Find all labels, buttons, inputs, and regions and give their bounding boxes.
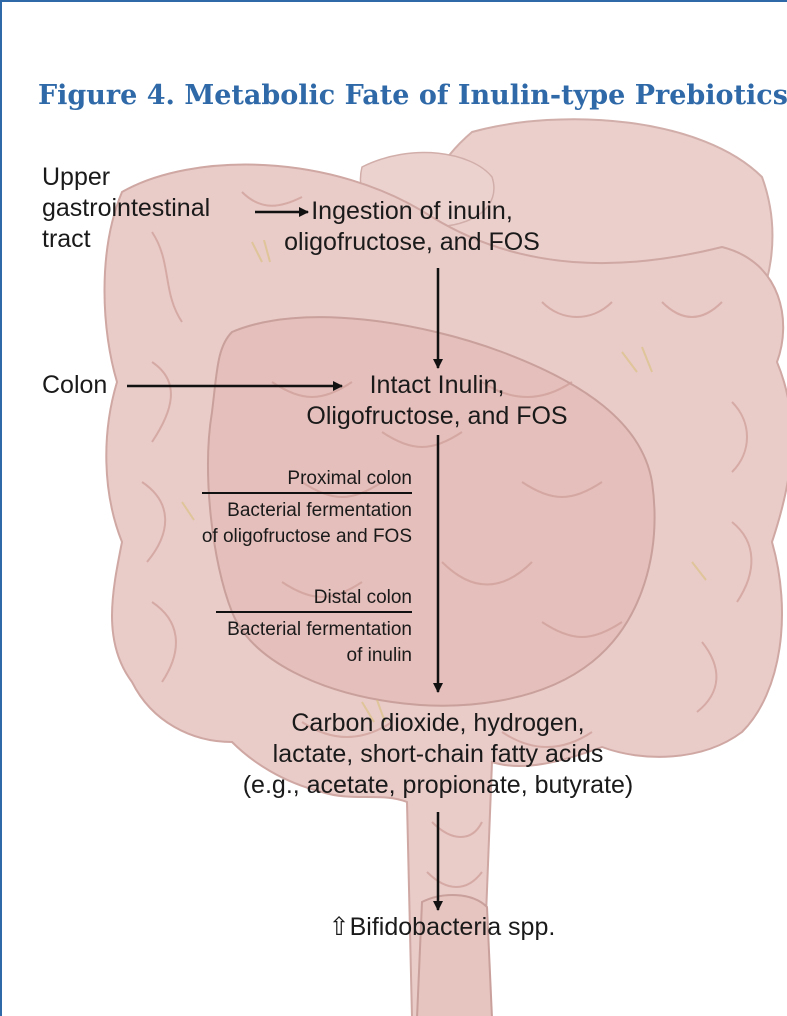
distal-line-2: of inulin <box>152 643 412 669</box>
upper-gi-line-1: Upper <box>42 162 210 193</box>
upper-gi-label: Upper gastrointestinal tract <box>42 162 210 255</box>
products-node: Carbon dioxide, hydrogen, lactate, short… <box>238 708 638 801</box>
ingestion-line-1: Ingestion of inulin, <box>262 196 562 227</box>
upper-gi-line-2: gastrointestinal <box>42 193 210 224</box>
intact-line-2: Oligofructose, and FOS <box>272 401 602 432</box>
increase-arrow-icon: ⇧ <box>329 913 350 941</box>
distal-colon-rule <box>216 611 412 613</box>
colon-label: Colon <box>42 370 107 401</box>
proximal-line-2: of oligofructose and FOS <box>152 524 412 550</box>
distal-colon-heading: Distal colon <box>152 585 412 611</box>
bifidobacteria-node: ⇧Bifidobacteria spp. <box>292 912 592 943</box>
products-line-2: lactate, short-chain fatty acids <box>238 739 638 770</box>
bifidobacteria-label: Bifidobacteria spp. <box>350 913 556 941</box>
ingestion-line-2: oligofructose, and FOS <box>262 227 562 258</box>
proximal-colon-rule <box>202 492 412 494</box>
proximal-line-1: Bacterial fermentation <box>152 498 412 524</box>
ingestion-node: Ingestion of inulin, oligofructose, and … <box>262 196 562 258</box>
products-line-1: Carbon dioxide, hydrogen, <box>238 708 638 739</box>
products-line-3: (e.g., acetate, propionate, butyrate) <box>238 770 638 801</box>
distal-colon-text: Bacterial fermentation of inulin <box>152 617 412 669</box>
proximal-colon-heading: Proximal colon <box>152 466 412 492</box>
intact-node: Intact Inulin, Oligofructose, and FOS <box>272 370 602 432</box>
intact-line-1: Intact Inulin, <box>272 370 602 401</box>
proximal-colon-text: Bacterial fermentation of oligofructose … <box>152 498 412 550</box>
distal-line-1: Bacterial fermentation <box>152 617 412 643</box>
upper-gi-line-3: tract <box>42 224 210 255</box>
figure-title: Figure 4. Metabolic Fate of Inulin-type … <box>38 80 787 111</box>
